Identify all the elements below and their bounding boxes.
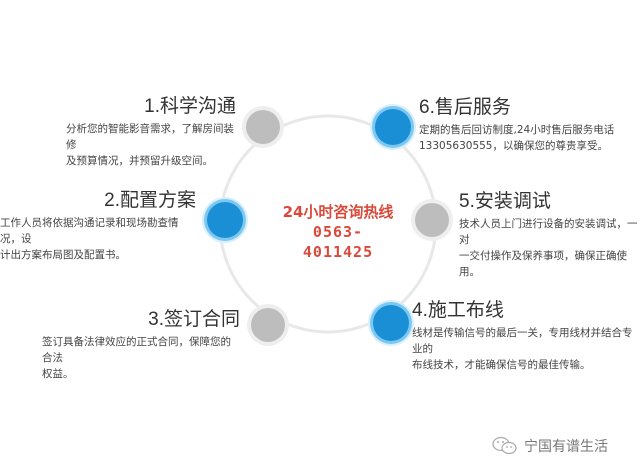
step-1-title: 1.科学沟通 (144, 96, 236, 117)
step-2-title: 2.配置方案 (104, 190, 196, 211)
step-4-node (373, 305, 409, 341)
step-6-node (375, 109, 411, 145)
step-3: 3.签订合同 签订具备法律效应的正式合同，保障您的合法 权益。 (42, 309, 240, 382)
hotline-number: 0563-4011425 (302, 223, 374, 261)
step-4-title: 4.施工布线 (412, 300, 504, 321)
hotline-label: 24小时咨询热线 (282, 203, 394, 221)
step-4-desc: 线材是传输信号的最后一关，专用线材并结合专业的 布线技术，才能确保信号的最佳传输… (412, 327, 633, 371)
watermark: 宁国有谱生活 (492, 436, 608, 456)
step-2: 2.配置方案 工作人员将依据沟通记录和现场勘查情况，设 计出方案布局图及配置书。 (0, 190, 196, 263)
hotline: 24小时咨询热线 0563-4011425 (278, 202, 398, 262)
step-5: 5.安装调试 技术人员上门进行设备的安装调试，一对 一交付操作及保养事项，确保正… (459, 191, 640, 280)
wechat-icon (492, 436, 517, 455)
step-6: 6.售后服务 定期的售后回访制度,24小时售后服务电话 13305630555，… (419, 97, 619, 154)
step-1-node (246, 110, 280, 144)
step-1: 1.科学沟通 分析您的智能影音需求，了解房间装修 及预算情况，并预留升级空间。 (66, 96, 236, 169)
step-5-desc: 技术人员上门进行设备的安装调试，一对 一交付操作及保养事项，确保正确使用。 (459, 218, 638, 278)
step-2-node (207, 202, 243, 238)
step-6-title: 6.售后服务 (419, 97, 511, 118)
watermark-text: 宁国有谱生活 (524, 439, 608, 455)
step-5-node (415, 203, 449, 237)
step-5-title: 5.安装调试 (459, 191, 551, 212)
step-6-desc: 定期的售后回访制度,24小时售后服务电话 13305630555，以确保您的尊贵… (419, 124, 615, 152)
step-4: 4.施工布线 线材是传输信号的最后一关，专用线材并结合专业的 布线技术，才能确保… (412, 300, 640, 373)
step-3-node (251, 308, 285, 342)
step-2-desc: 工作人员将依据沟通记录和现场勘查情况，设 计出方案布局图及配置书。 (0, 217, 179, 261)
step-1-desc: 分析您的智能影音需求，了解房间装修 及预算情况，并预留升级空间。 (66, 123, 234, 167)
step-3-desc: 签订具备法律效应的正式合同，保障您的合法 权益。 (42, 336, 231, 380)
step-3-title: 3.签订合同 (148, 309, 240, 330)
